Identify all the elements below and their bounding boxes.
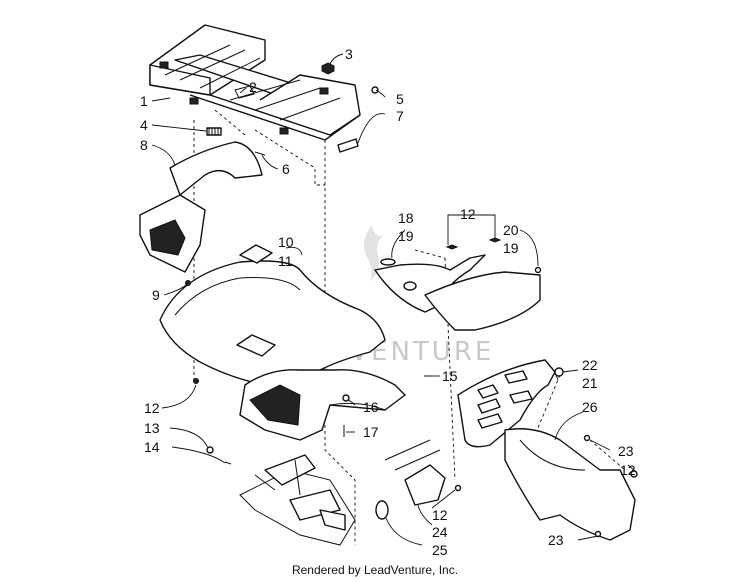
fastener-22 [554,367,564,377]
callout-12-bottom: 12 [432,507,448,523]
front-fender-panel [239,369,406,441]
frame-section [239,454,356,546]
screw-6 [254,151,266,156]
fastener-23a [583,434,591,442]
bolt-5 [371,86,379,94]
fastener-12a [193,378,199,384]
side-panel-right [424,237,542,331]
nut-16 [342,394,350,402]
callout-21: 21 [582,375,598,391]
callout-1: 1 [140,93,148,109]
callout-16: 16 [363,399,379,415]
decal-plate [239,244,273,264]
callout-2: 2 [249,79,257,95]
front-cover [457,359,556,448]
callout-6: 6 [282,161,290,177]
callout-14: 14 [144,439,160,455]
side-panel-left [374,244,486,313]
callout-12-right: 12 [620,462,636,478]
callout-4: 4 [140,117,148,133]
callout-3: 3 [345,46,353,62]
fastener-9 [185,280,191,286]
callout-7: 7 [396,108,404,124]
callout-15: 15 [442,368,458,384]
callout-17: 17 [363,424,379,440]
callout-12-top: 12 [460,206,476,222]
callout-19-right: 19 [503,240,519,256]
bolt-4 [206,127,222,136]
rear-rack [149,24,361,141]
inner-panel [504,428,636,541]
callout-18: 18 [398,210,414,226]
clip-25 [375,500,389,520]
callout-10: 10 [278,234,294,250]
washer-13 [206,446,214,454]
bracket-24 [384,439,446,506]
callout-13: 13 [144,420,160,436]
fastener-12c [630,470,638,478]
fastener-12b [454,484,462,492]
callout-26: 26 [582,399,598,415]
leader-lines [151,53,637,546]
callout-11: 11 [278,253,293,269]
footer-credit: Rendered by LeadVenture, Inc. [291,563,459,577]
callout-24: 24 [432,524,448,540]
rear-fender-body [159,260,386,386]
callout-23-upper: 23 [618,443,634,459]
callout-12-left: 12 [144,400,160,416]
callout-19-left: 19 [398,228,414,244]
screw-14 [224,461,232,465]
callout-labels: 1 2 3 4 5 6 7 8 9 10 11 12 12 13 14 15 1… [140,46,636,558]
callout-22: 22 [582,357,598,373]
callout-8: 8 [140,137,148,153]
callout-25: 25 [432,542,448,558]
reflector-7 [337,138,359,153]
callout-5: 5 [396,91,404,107]
callout-20: 20 [503,222,519,238]
callout-9: 9 [152,287,160,303]
fastener-23b [594,530,602,538]
rack-decal [234,85,255,99]
rear-fender-cover [139,141,263,273]
nut-3 [321,62,335,75]
callout-23-lower: 23 [548,532,564,548]
